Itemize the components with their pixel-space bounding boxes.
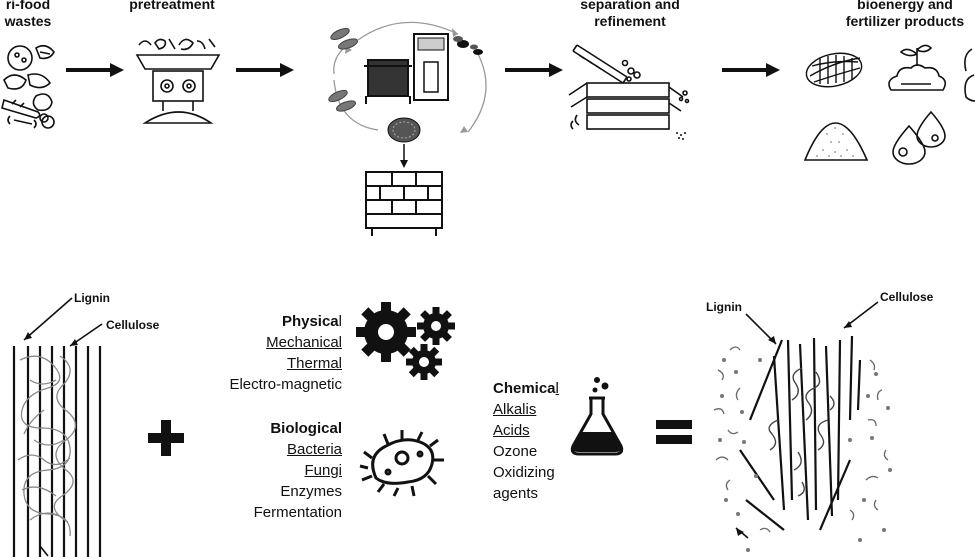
physical-title: Physical [212,311,342,332]
lignin-label-left: Lignin [74,291,110,305]
chemical-item-alkalis: Alkalis [493,401,537,418]
pretreatment-machine-icon [135,38,221,124]
step-pretreatment-label: pretreatment [129,0,215,12]
pretreated-structure-right [713,301,892,552]
arrow-right-icon [236,63,294,77]
physical-item-thermal: Thermal [286,355,342,372]
chemical-title: Chemical [493,378,573,399]
sand-pile-icon [803,122,869,161]
liquid-drops-icon [892,110,946,165]
food-waste-icon [1,44,55,129]
step-products-label: bioenergy and fertilizer products [820,0,975,30]
chemical-item-ozone: Ozone [493,443,538,460]
physical-title-bold: Physica [281,313,339,330]
separation-conveyor-icon [568,44,690,140]
lignocellulose-structure-left [12,297,103,557]
compost-plant-icon [888,44,947,91]
biological-item-fermentation: Fermentation [253,504,342,521]
lignin-label-right: Lignin [706,300,742,314]
biological-item-bacteria: Bacteria [286,441,342,458]
step5-line1: bioenergy and [857,0,953,12]
biological-list: Biological Bacteria Fungi Enzymes Fermen… [212,418,342,523]
chemical-item-agents: agents [493,485,539,502]
physical-item-mechanical: Mechanical [266,334,342,351]
step4-line1: separation and [580,0,680,12]
chemical-item-acids: Acids [493,422,530,439]
step1-line2: wastes [4,13,52,29]
partial-product-icon [964,48,975,102]
arrow-right-icon [722,63,780,77]
biological-item-enzymes: Enzymes [280,483,342,500]
chemical-item-oxidizing: Oxidizing [493,464,555,481]
plus-icon [148,420,184,456]
chemical-list: Chemical Alkalis Acids Ozone Oxidizing a… [493,378,573,504]
cellulose-label-right: Cellulose [880,290,934,304]
flask-icon [570,377,624,456]
step-separation-label: separation and refinement [560,0,700,30]
physical-title-rest: l [338,313,342,330]
physical-item-electromagnetic: Electro-magnetic [229,376,342,393]
cellulose-label-left: Cellulose [106,318,160,332]
physical-list: Physical Mechanical Thermal Electro-magn… [212,311,342,395]
step1-line1: ri-food [5,0,51,12]
step5-line2: fertilizer products [845,13,965,29]
biological-title: Biological [270,420,342,437]
gears-icon [356,302,455,380]
step-agri-food-wastes-label: ri-food wastes [0,0,68,30]
bacterium-icon [359,430,444,497]
biological-item-fungi: Fungi [304,462,342,479]
insect-bioconversion-cycle-icon [328,21,487,236]
arrow-right-icon [66,63,124,77]
step4-line2: refinement [594,13,666,29]
arrow-right-icon [505,63,563,77]
chemical-title-bold: Chemica [493,380,556,397]
equals-icon [656,420,692,444]
chemical-title-rest: l [555,380,559,397]
corn-product-icon [805,52,863,88]
